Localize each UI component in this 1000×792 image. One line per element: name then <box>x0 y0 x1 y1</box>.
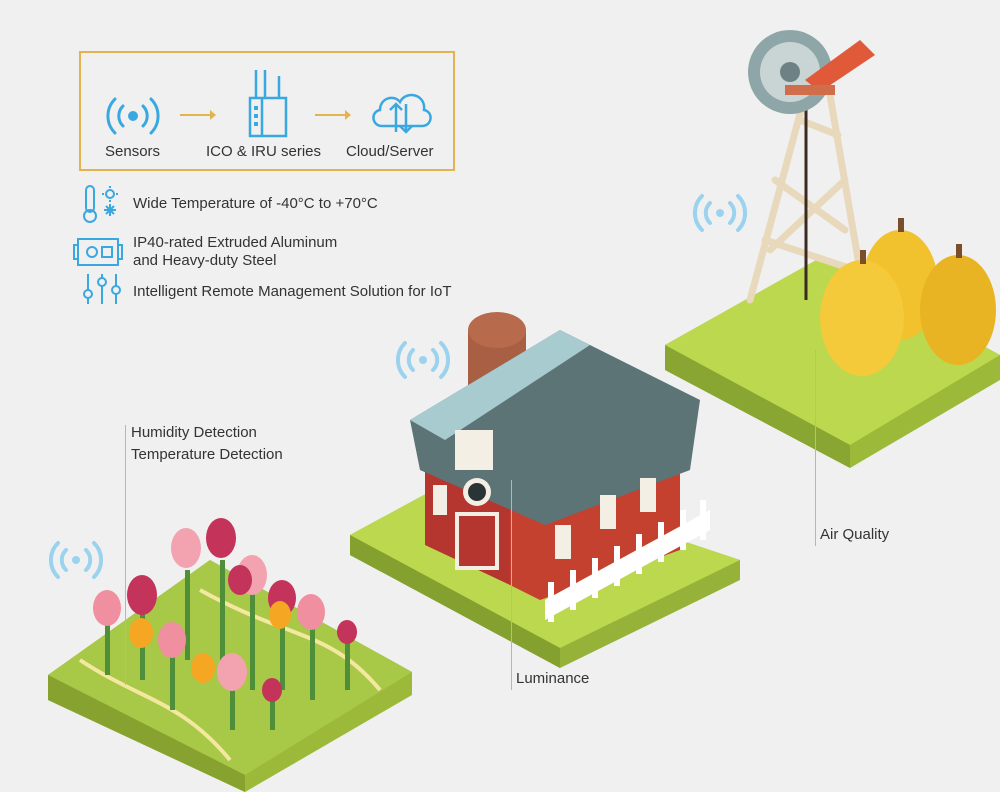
haystacks <box>820 218 996 376</box>
feature-remote-management-text: Intelligent Remote Management Solution f… <box>133 283 452 300</box>
sliders-icon <box>83 274 121 304</box>
cloud-server-label: Cloud/Server <box>346 143 434 160</box>
sensor-icon <box>106 97 160 135</box>
temperature-detection-label: Temperature Detection <box>131 446 283 463</box>
wifi-signal-icon <box>395 341 451 379</box>
windmill-blades <box>748 30 875 114</box>
tulips <box>93 518 357 730</box>
air-quality-label: Air Quality <box>820 526 890 543</box>
luminance-leader-line <box>511 480 512 690</box>
air-quality-leader-line <box>815 350 816 546</box>
feature-chassis-line1: IP40-rated Extruded Aluminum <box>133 234 338 251</box>
humidity-leader-line <box>125 425 126 685</box>
arrow-right-icon <box>315 110 351 120</box>
luminance-label: Luminance <box>516 670 590 687</box>
cloud-server-icon <box>372 93 432 134</box>
chassis-icon <box>73 238 123 266</box>
humidity-detection-label: Humidity Detection <box>131 424 257 441</box>
wifi-signal-icon <box>692 194 748 232</box>
thermometer-icon <box>83 185 118 223</box>
arrow-right-icon <box>180 110 216 120</box>
feature-temperature-text: Wide Temperature of -40°C to +70°C <box>133 195 378 212</box>
picket-fence <box>545 500 710 622</box>
device-series-label: ICO & IRU series <box>206 143 322 160</box>
data-flow-box <box>79 51 455 171</box>
router-device-icon <box>248 70 288 138</box>
sensors-label: Sensors <box>105 143 161 160</box>
wifi-signal-icon <box>48 541 104 579</box>
feature-chassis-line2: and Heavy-duty Steel <box>133 252 277 269</box>
